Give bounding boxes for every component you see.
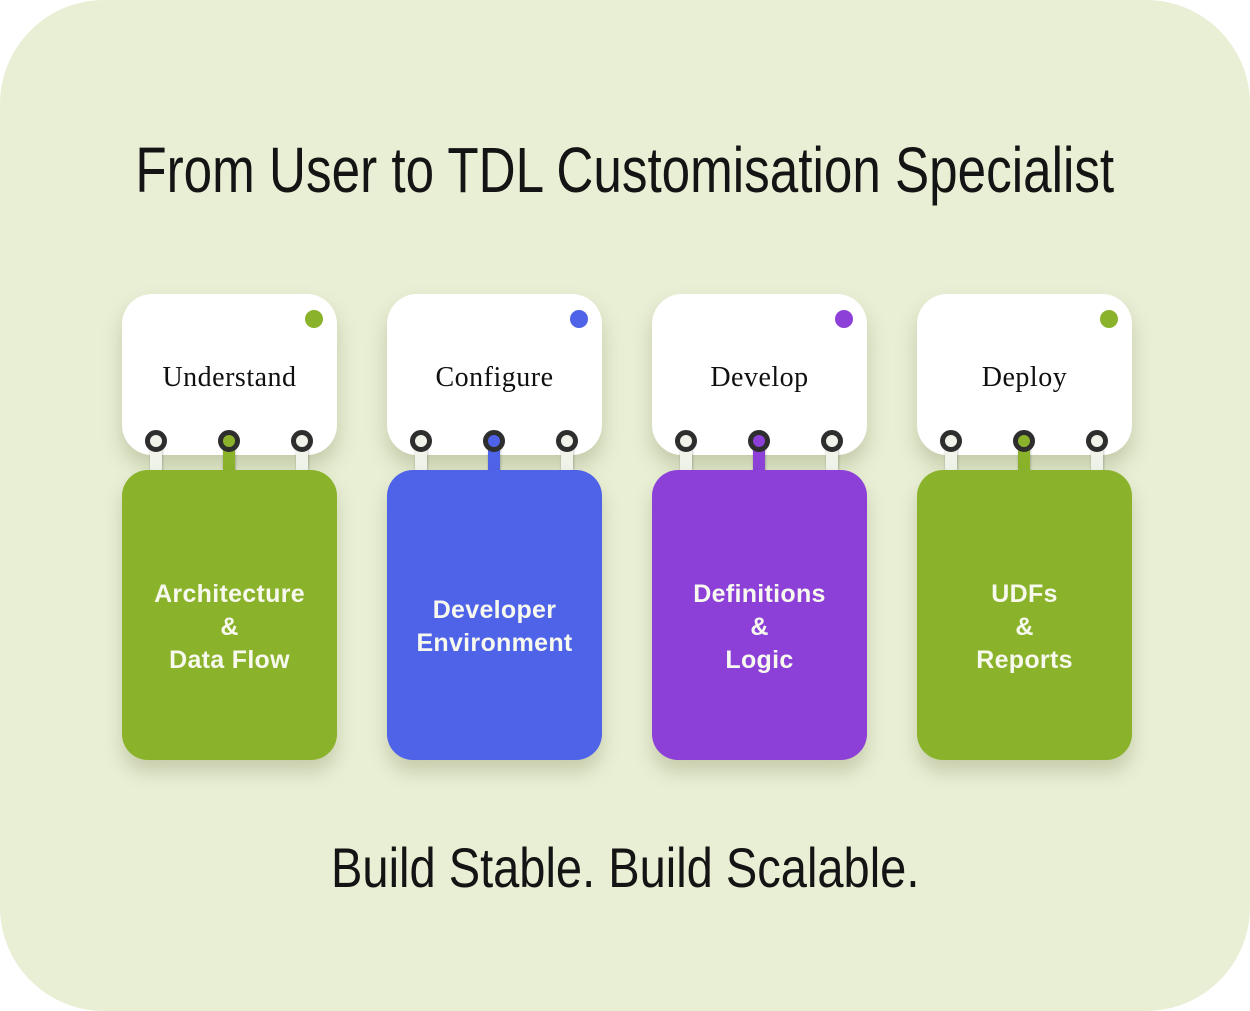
step-card-understand: Understand Architecture & Data Flow bbox=[122, 294, 337, 760]
body-line: Data Flow bbox=[169, 645, 290, 674]
accent-dot-icon bbox=[305, 310, 323, 328]
ring-hole-icon bbox=[145, 430, 167, 452]
step-body-card: Developer Environment bbox=[387, 470, 602, 760]
accent-dot-icon bbox=[570, 310, 588, 328]
ring-hole-icon bbox=[410, 430, 432, 452]
ring-hole-icon bbox=[748, 430, 770, 452]
body-line: Logic bbox=[725, 645, 794, 674]
step-label: Deploy bbox=[981, 361, 1068, 393]
step-header-card: Deploy bbox=[917, 294, 1132, 455]
body-line: & bbox=[1015, 612, 1034, 641]
step-label: Configure bbox=[435, 361, 554, 393]
body-line: UDFs bbox=[991, 579, 1058, 608]
body-line: & bbox=[750, 612, 769, 641]
ring-hole-icon bbox=[556, 430, 578, 452]
step-card-deploy: Deploy UDFs & Reports bbox=[917, 294, 1132, 760]
step-label: Understand bbox=[162, 361, 297, 393]
page-title-text: From User to TDL Customisation Specialis… bbox=[135, 134, 1115, 206]
body-line: Definitions bbox=[693, 579, 826, 608]
step-body-text: Architecture & Data Flow bbox=[154, 578, 305, 677]
ring-hole-icon bbox=[1086, 430, 1108, 452]
ring-hole-icon bbox=[291, 430, 313, 452]
ring-hole-icon bbox=[821, 430, 843, 452]
step-card-develop: Develop Definitions & Logic bbox=[652, 294, 867, 760]
tagline: Build Stable. Build Scalable. bbox=[0, 840, 1250, 896]
body-line: Reports bbox=[976, 645, 1073, 674]
tagline-text: Build Stable. Build Scalable. bbox=[330, 836, 920, 899]
step-body-card: UDFs & Reports bbox=[917, 470, 1132, 760]
ring-hole-icon bbox=[218, 430, 240, 452]
page-title: From User to TDL Customisation Specialis… bbox=[0, 138, 1250, 202]
accent-dot-icon bbox=[1100, 310, 1118, 328]
step-card-configure: Configure Developer Environment bbox=[387, 294, 602, 760]
ring-hole-icon bbox=[1013, 430, 1035, 452]
body-line: Developer bbox=[432, 596, 557, 624]
step-body-text: Developer Environment bbox=[416, 594, 572, 660]
step-body-card: Architecture & Data Flow bbox=[122, 470, 337, 760]
ring-hole-icon bbox=[483, 430, 505, 452]
ring-hole-icon bbox=[940, 430, 962, 452]
step-header-card: Understand bbox=[122, 294, 337, 455]
ring-hole-icon bbox=[675, 430, 697, 452]
step-body-text: Definitions & Logic bbox=[693, 578, 825, 677]
step-body-card: Definitions & Logic bbox=[652, 470, 867, 760]
step-header-card: Develop bbox=[652, 294, 867, 455]
body-line: Architecture bbox=[154, 579, 305, 608]
body-line: & bbox=[220, 612, 239, 641]
accent-dot-icon bbox=[835, 310, 853, 328]
steps-row: Understand Architecture & Data Flow Conf… bbox=[122, 294, 1132, 760]
step-header-card: Configure bbox=[387, 294, 602, 455]
step-label: Develop bbox=[710, 361, 809, 393]
step-body-text: UDFs & Reports bbox=[976, 578, 1073, 677]
body-line: Environment bbox=[416, 629, 573, 657]
